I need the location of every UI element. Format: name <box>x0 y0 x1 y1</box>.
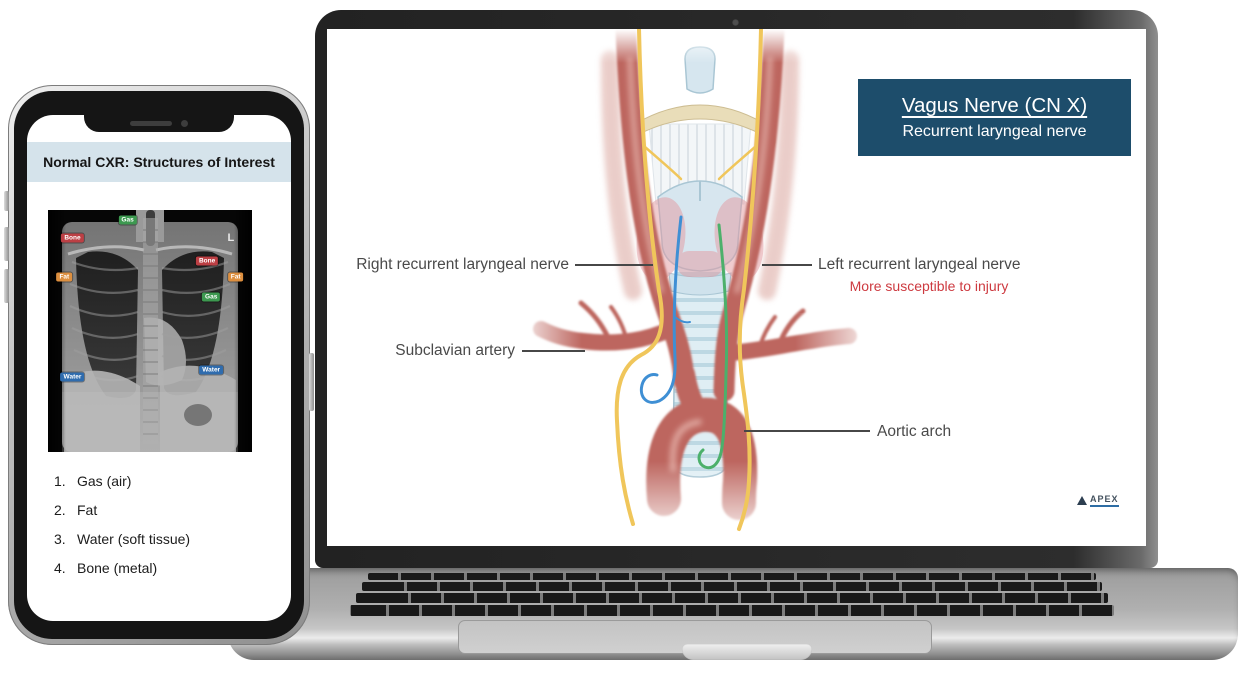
xray-label-fat: Fat <box>56 272 73 282</box>
xray-label-bone: Bone <box>195 256 219 266</box>
label-right-recurrent-laryngeal-nerve: Right recurrent laryngeal nerve <box>356 256 569 273</box>
xray-label-fat: Fat <box>227 272 244 282</box>
xray-graphic <box>48 210 252 452</box>
phone-slide-header: Normal CXR: Structures of Interest <box>27 142 291 182</box>
keyboard-row <box>350 605 1114 616</box>
xray-side-marker: L <box>227 231 235 244</box>
label-left-recurrent-laryngeal-nerve: Left recurrent laryngeal nerve <box>818 256 1021 273</box>
slide-subtitle: Recurrent laryngeal nerve <box>902 123 1087 140</box>
keyboard-row <box>356 593 1108 603</box>
label-aortic-arch: Aortic arch <box>877 423 952 440</box>
slide-title-box: Vagus Nerve (CN X) Recurrent laryngeal n… <box>858 79 1131 156</box>
phone-speaker-icon <box>130 121 172 126</box>
phone-volume-up-button <box>4 227 9 261</box>
leader-line-aortic-arch <box>744 430 870 432</box>
keyboard-row <box>362 582 1102 591</box>
phone-mockup: Normal CXR: Structures of Interest <box>4 85 314 645</box>
laptop-base <box>228 568 1238 660</box>
leader-line-right-rln <box>575 264 653 266</box>
phone-volume-down-button <box>4 269 9 303</box>
xray-label-water: Water <box>199 365 224 375</box>
chest-xray-image: Gas Bone Bone Fat Fat Gas Water Water L <box>48 210 252 452</box>
leader-line-left-rln <box>762 264 812 266</box>
laptop-camera-icon <box>732 19 739 26</box>
xray-label-water: Water <box>60 372 85 382</box>
laptop-lid-notch <box>682 644 812 660</box>
xray-label-gas: Gas <box>202 292 221 302</box>
anatomy-illustration <box>327 29 1146 546</box>
list-item: 4. Bone (metal) <box>54 560 158 576</box>
apex-logo-text: APEX <box>1090 494 1119 504</box>
phone-mute-switch <box>4 191 9 211</box>
leader-line-subclavian <box>522 350 585 352</box>
apex-triangle-icon <box>1077 496 1087 505</box>
keyboard-row <box>368 573 1096 580</box>
phone-screen: Normal CXR: Structures of Interest <box>27 115 291 621</box>
apex-logo-tagline-bar <box>1090 505 1119 507</box>
laptop-screen-bezel: Vagus Nerve (CN X) Recurrent laryngeal n… <box>315 10 1158 568</box>
label-injury-note: More susceptible to injury <box>849 278 1009 294</box>
xray-label-bone: Bone <box>61 233 84 243</box>
list-item: 1. Gas (air) <box>54 473 132 489</box>
slide-title: Vagus Nerve (CN X) <box>901 94 1088 117</box>
list-item: 3. Water (soft tissue) <box>54 531 191 547</box>
apex-logo: APEX <box>1077 495 1119 507</box>
xray-label-gas: Gas <box>118 215 137 225</box>
phone-power-button <box>309 353 314 411</box>
density-list: 1. Gas (air) 2. Fat 3. Water (soft tissu… <box>54 473 190 589</box>
list-item: 2. Fat <box>54 502 98 518</box>
phone-notch <box>84 115 234 132</box>
phone-bezel: Normal CXR: Structures of Interest <box>14 91 304 639</box>
phone-camera-icon <box>181 120 188 127</box>
presentation-slide: Vagus Nerve (CN X) Recurrent laryngeal n… <box>327 29 1146 546</box>
label-subclavian-artery: Subclavian artery <box>395 342 515 359</box>
